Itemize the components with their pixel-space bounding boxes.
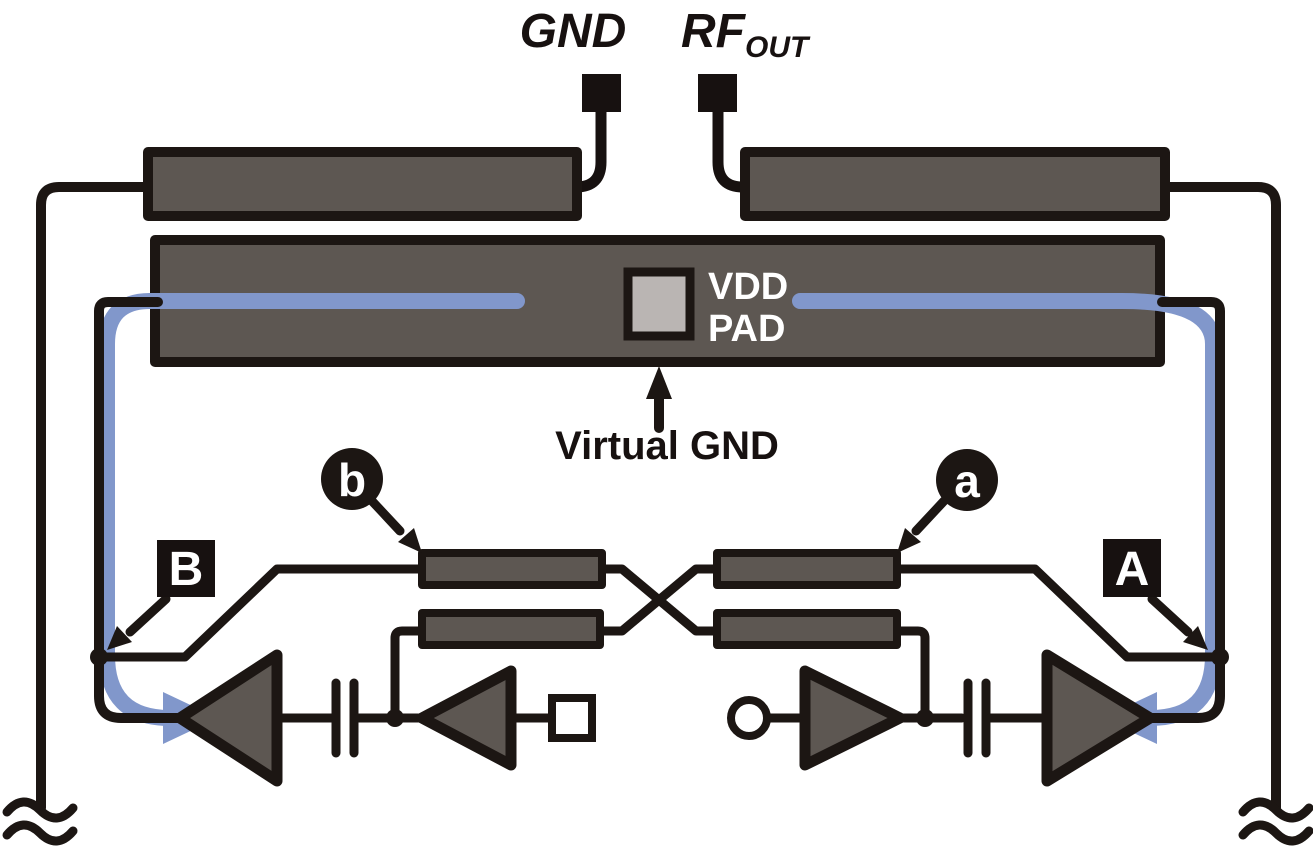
output-amp-left bbox=[174, 649, 283, 787]
outer-ground-wire-left bbox=[36, 182, 153, 813]
node-square-A bbox=[1103, 539, 1161, 597]
callout-arrow-shaft bbox=[125, 594, 171, 637]
output-amp-right bbox=[1041, 649, 1156, 787]
junction-dot-A bbox=[1211, 648, 1229, 666]
ground-symbol-left bbox=[2, 797, 78, 846]
ground-wave-icon bbox=[1238, 797, 1313, 823]
coupled-line-lower-left bbox=[418, 609, 604, 649]
node-callout-B: B bbox=[107, 540, 215, 650]
driver-amp-left bbox=[416, 665, 517, 771]
callout-arrow-shaft bbox=[911, 496, 949, 536]
node-circle-a bbox=[936, 449, 998, 511]
rfout-pad-wire bbox=[712, 104, 749, 193]
arrow-head-icon bbox=[1183, 626, 1208, 650]
input-port-square bbox=[548, 694, 596, 742]
coupled-line-a bbox=[713, 549, 901, 589]
virtual-gnd-label: Virtual GND bbox=[555, 424, 779, 468]
wire-junctionB-to-line-b bbox=[99, 564, 427, 662]
ground-wave-icon bbox=[1238, 820, 1313, 846]
node-circle-b bbox=[321, 448, 383, 510]
arrow-head-icon bbox=[897, 528, 921, 553]
wire-line-a-to-junctionA bbox=[892, 564, 1219, 662]
callout-arrow-shaft bbox=[1147, 594, 1193, 637]
ground-symbol-right bbox=[1238, 797, 1313, 846]
ground-wave-icon bbox=[2, 820, 78, 846]
gnd-pad bbox=[582, 74, 621, 112]
node-B-label: B bbox=[169, 543, 204, 596]
vdd-pad-square bbox=[623, 267, 695, 341]
wire-lower-right-line-to-driver bbox=[892, 626, 930, 717]
arrow-head-icon bbox=[107, 626, 132, 650]
rfout-label-subscript: OUT bbox=[745, 31, 811, 64]
vdd-feed-wire-right bbox=[1143, 297, 1225, 723]
node-a-label: a bbox=[954, 455, 980, 507]
arrow-head-icon bbox=[398, 528, 422, 553]
node-callout-A: A bbox=[1103, 539, 1208, 650]
junction-dot-left bbox=[386, 709, 404, 727]
up-arrow-icon bbox=[646, 366, 672, 399]
node-A-label: A bbox=[1115, 543, 1150, 596]
vdd-feed-wire-left bbox=[94, 297, 189, 723]
node-square-B bbox=[157, 540, 215, 597]
callout-arrow-shaft bbox=[367, 496, 405, 536]
top-transmission-line-left bbox=[143, 147, 582, 221]
node-callout-a: a bbox=[897, 449, 998, 553]
coupled-line-b bbox=[418, 549, 606, 589]
rfout-label-main: RF bbox=[681, 5, 747, 58]
coupled-line-lower-right bbox=[713, 609, 901, 649]
junction-dot-right bbox=[916, 709, 934, 727]
dc-current-path-left bbox=[99, 293, 525, 744]
junction-dot-B bbox=[90, 648, 108, 666]
virtual-gnd-callout: Virtual GND bbox=[555, 366, 779, 468]
cross-wire-lower-left-to-upper-right bbox=[596, 564, 722, 636]
input-port-circle bbox=[727, 696, 771, 740]
dc-current-path-right bbox=[792, 293, 1221, 744]
gnd-port-label: GND bbox=[520, 5, 627, 58]
vdd-label-line1: VDD bbox=[708, 266, 788, 308]
capacitor-right bbox=[963, 678, 991, 758]
wire-lower-left-line-to-driver bbox=[390, 626, 427, 717]
top-transmission-line-right bbox=[740, 147, 1170, 221]
rfout-pad bbox=[698, 74, 737, 112]
rfout-port-label: RFOUT bbox=[681, 5, 811, 64]
vdd-label-line2: PAD bbox=[708, 308, 785, 350]
ground-wave-icon bbox=[2, 797, 78, 823]
node-b-label: b bbox=[338, 454, 366, 506]
capacitor-left bbox=[331, 678, 359, 758]
driver-amp-right bbox=[799, 665, 906, 771]
outer-ground-wire-right bbox=[1160, 182, 1281, 813]
node-callout-b: b bbox=[321, 448, 422, 553]
